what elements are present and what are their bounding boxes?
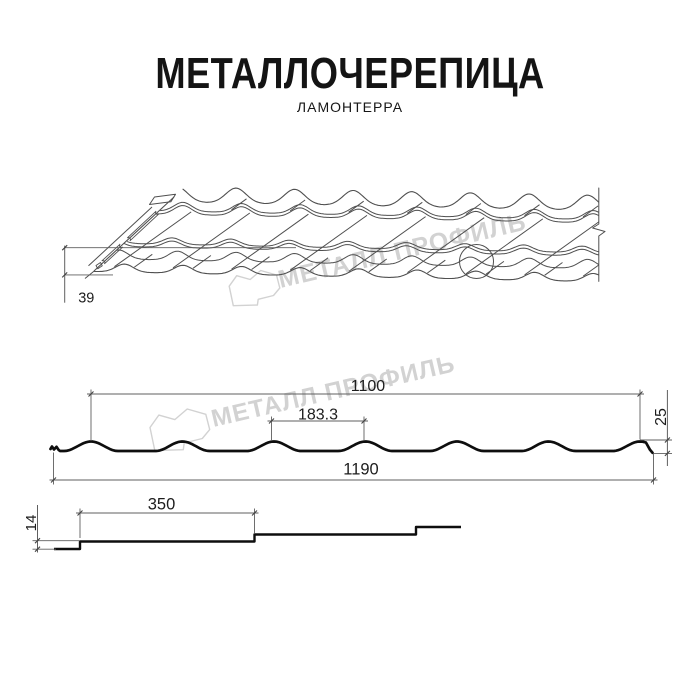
svg-text:14: 14: [23, 515, 40, 532]
svg-text:25: 25: [653, 408, 670, 426]
svg-text:39: 39: [78, 291, 94, 307]
svg-text:1100: 1100: [351, 378, 386, 395]
svg-text:МЕТАЛЛОЧЕРЕПИЦА: МЕТАЛЛОЧЕРЕПИЦА: [155, 48, 544, 98]
svg-text:183.3: 183.3: [298, 407, 338, 424]
svg-text:350: 350: [148, 496, 176, 514]
svg-text:ЛАМОНТЕРРА: ЛАМОНТЕРРА: [297, 99, 403, 115]
svg-text:1190: 1190: [343, 461, 378, 479]
